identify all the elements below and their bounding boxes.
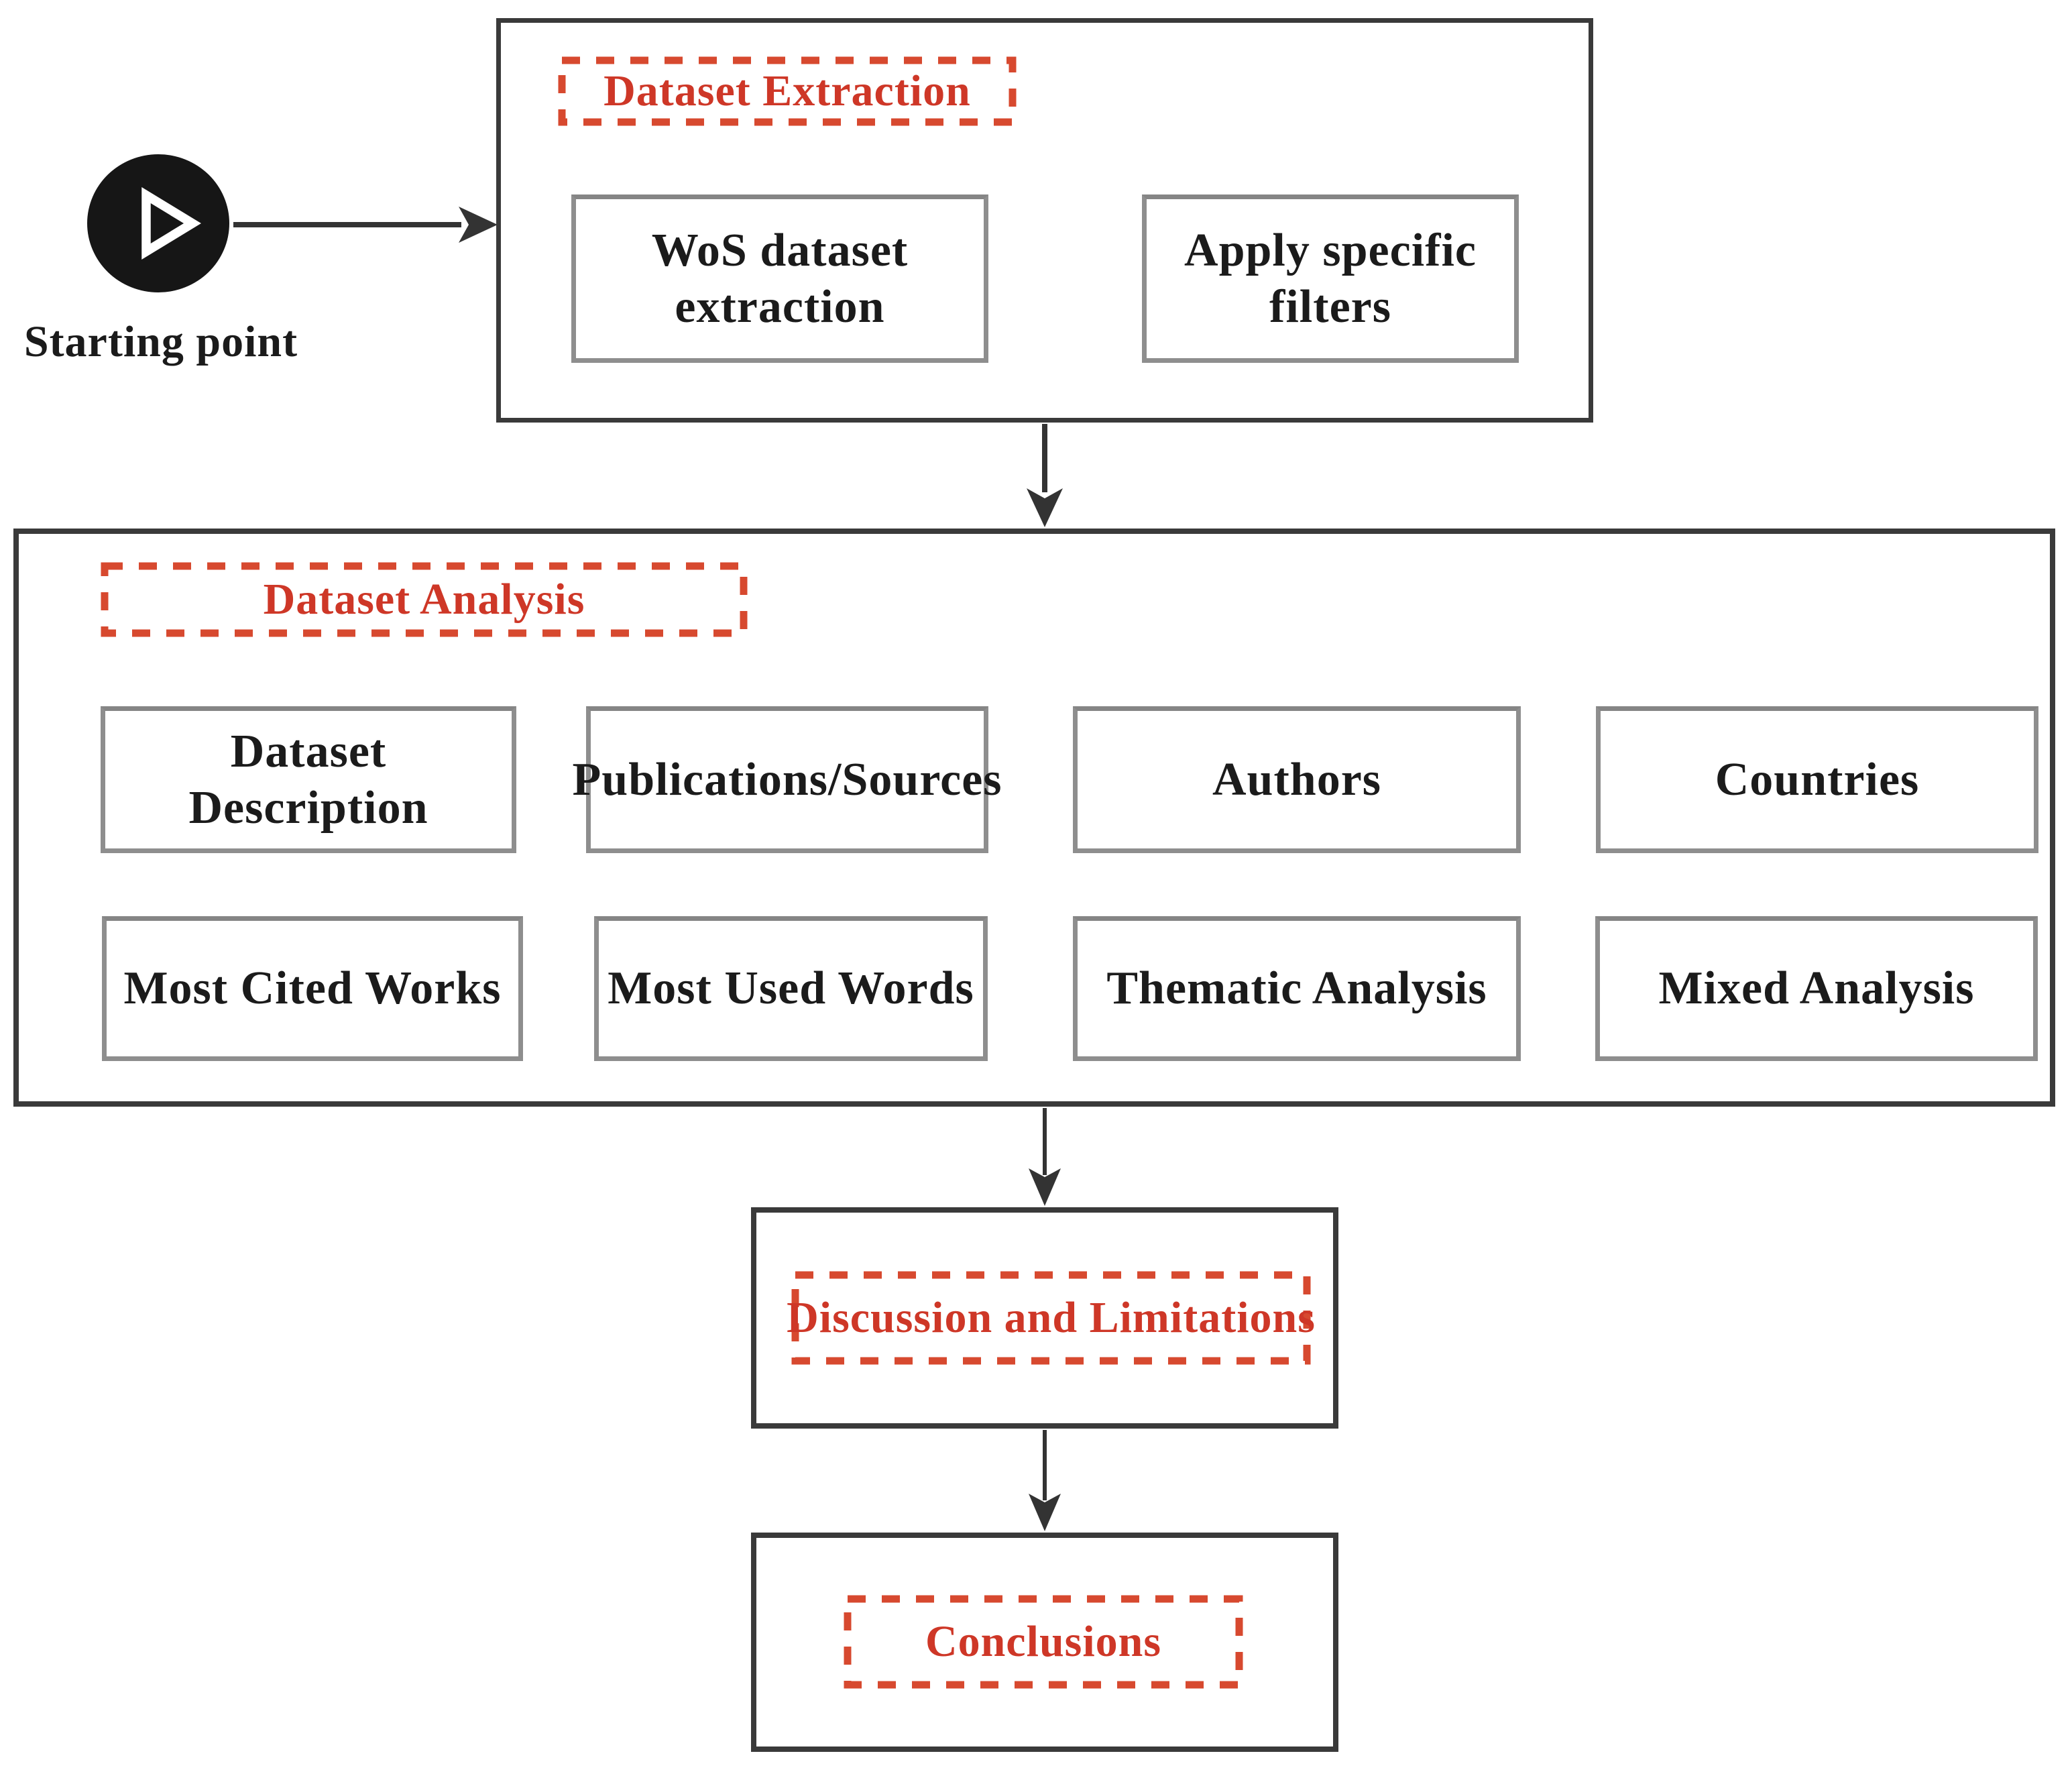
start-label: Starting point <box>23 317 298 366</box>
discussion-title: Discussion and Limitations <box>787 1293 1316 1342</box>
node-label: Apply specific filters <box>1184 224 1477 333</box>
node-label: Dataset Description <box>188 725 428 834</box>
node-label: Authors <box>1212 753 1382 806</box>
conclusions-title: Conclusions <box>925 1617 1162 1666</box>
node-label: Mixed Analysis <box>1658 962 1975 1014</box>
conclusions-title-box: Conclusions <box>844 1595 1243 1689</box>
dataset-analysis-title-box: Dataset Analysis <box>101 562 748 637</box>
start-node <box>87 154 229 292</box>
arrowhead-discussion-to-conclusions <box>1029 1494 1061 1531</box>
arrowhead-extraction-to-analysis <box>1027 488 1063 527</box>
node-label: Most Used Words <box>608 962 974 1014</box>
node-authors: Authors <box>1073 706 1521 853</box>
dataset-extraction-title: Dataset Extraction <box>603 66 971 115</box>
node-most-used-words: Most Used Words <box>594 916 988 1061</box>
dataset-extraction-title-box: Dataset Extraction <box>558 56 1017 126</box>
node-label: Publications/Sources <box>572 753 1002 806</box>
node-label: Most Cited Works <box>123 962 502 1014</box>
conclusions-section <box>751 1533 1338 1752</box>
arrowhead-analysis-to-discussion <box>1029 1168 1061 1206</box>
discussion-section <box>751 1207 1338 1429</box>
dashed-border <box>101 562 748 637</box>
play-icon <box>141 186 201 260</box>
node-label: Countries <box>1715 753 1920 806</box>
node-dataset-description: Dataset Description <box>101 706 516 853</box>
node-label: Thematic Analysis <box>1106 962 1487 1014</box>
dashed-border <box>558 56 1017 126</box>
node-thematic-analysis: Thematic Analysis <box>1073 916 1521 1061</box>
node-apply-specific-filters: Apply specific filters <box>1142 195 1519 363</box>
node-wos-dataset-extraction: WoS dataset extraction <box>571 195 988 363</box>
node-publications-sources: Publications/Sources <box>573 706 1002 853</box>
dataset-analysis-title: Dataset Analysis <box>263 575 585 624</box>
node-most-cited-works: Most Cited Works <box>102 916 523 1061</box>
node-countries: Countries <box>1596 706 2038 853</box>
dashed-border <box>791 1271 1311 1365</box>
node-label: WoS dataset extraction <box>651 224 909 333</box>
arrowhead-start-to-extraction <box>459 207 498 243</box>
node-mixed-analysis: Mixed Analysis <box>1595 916 2038 1061</box>
discussion-title-box: Discussion and Limitations <box>787 1271 1315 1365</box>
